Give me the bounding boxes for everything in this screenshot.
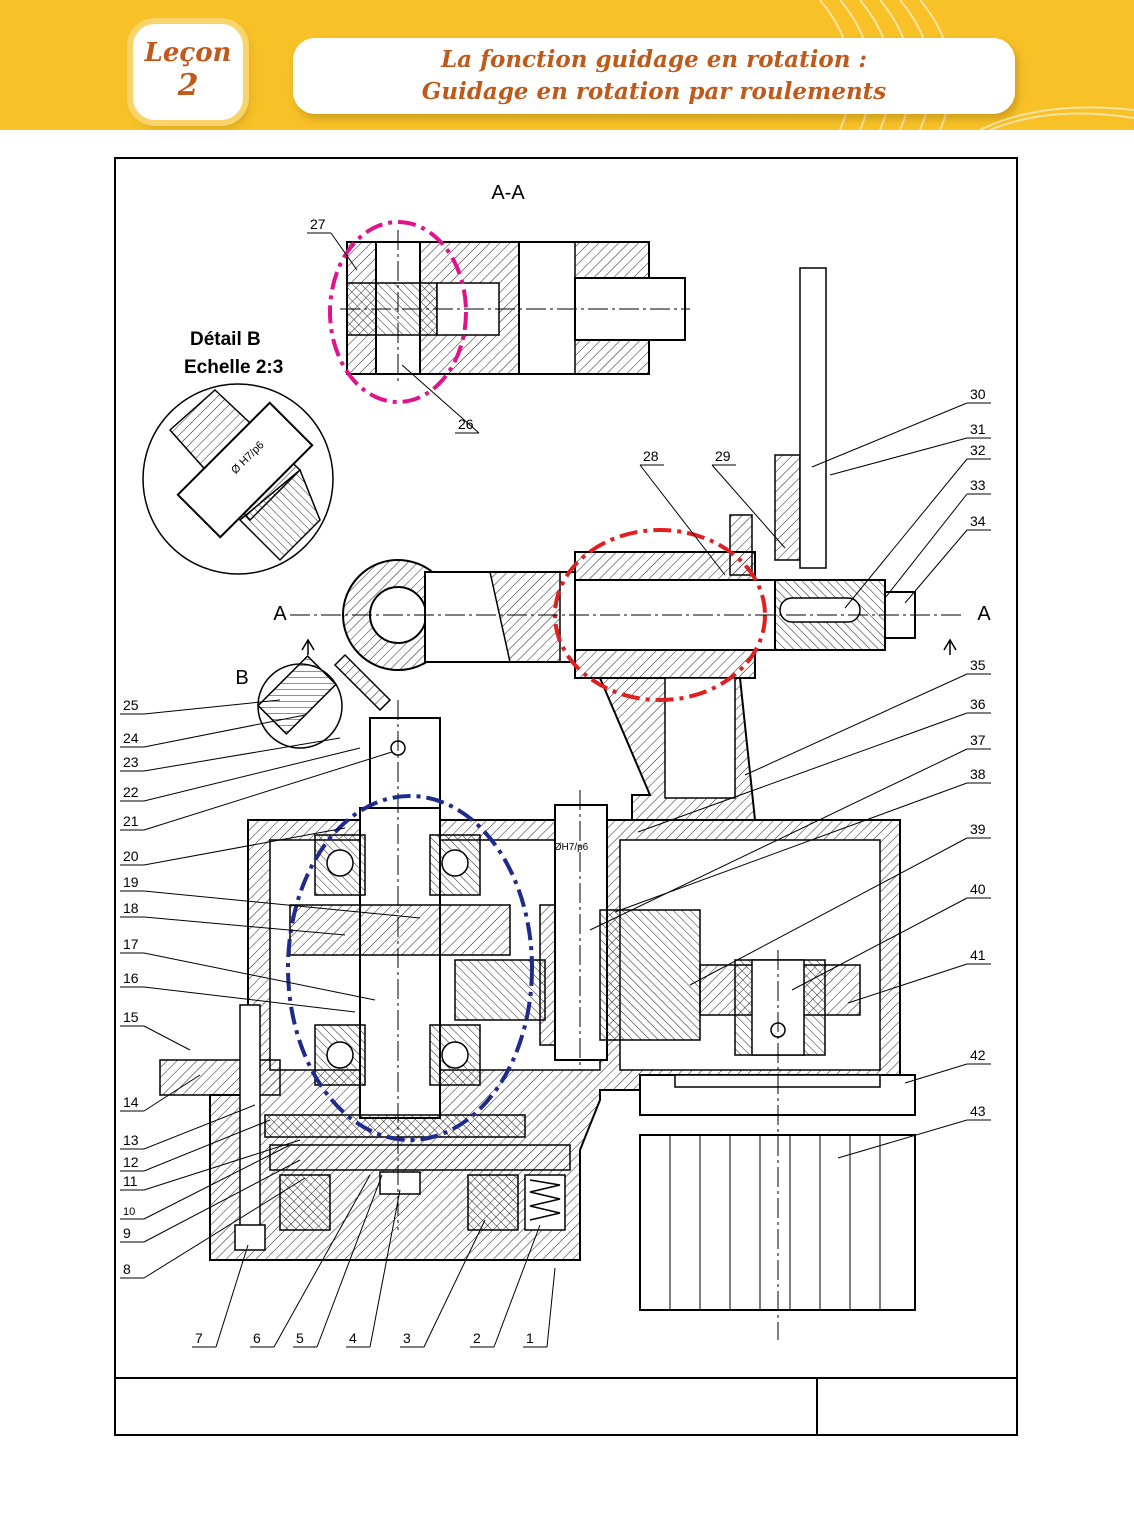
gearbox-housing: ØH7/p6 [160, 700, 915, 1340]
callout-leader [547, 1268, 555, 1347]
callout-number: 36 [970, 696, 986, 712]
callout-number: 33 [970, 477, 986, 493]
callout-number: 35 [970, 657, 986, 673]
callout-21: 21 [120, 752, 392, 830]
callout-number: 37 [970, 732, 986, 748]
callout-22: 22 [120, 748, 360, 801]
fit-label: ØH7/p6 [554, 842, 589, 853]
callout-number: 24 [123, 730, 139, 746]
detail-scale: Echelle 2:3 [184, 357, 283, 378]
callout-leader [144, 748, 360, 801]
callout-number: 41 [970, 947, 986, 963]
callout-number: 25 [123, 697, 139, 713]
callout-number: 10 [123, 1206, 135, 1218]
callout-number: 13 [123, 1132, 139, 1148]
callout-number: 28 [643, 448, 659, 464]
callout-leader [144, 1026, 190, 1050]
callout-35: 35 [745, 657, 991, 775]
callout-number: 19 [123, 874, 139, 890]
callout-number: 6 [253, 1330, 261, 1346]
callout-number: 21 [123, 813, 139, 829]
cut-letter-right: A [977, 603, 991, 625]
callout-number: 2 [473, 1330, 481, 1346]
detail-title: Détail B [190, 329, 261, 350]
callout-number: 38 [970, 766, 986, 782]
callout-number: 42 [970, 1047, 986, 1063]
callout-leader [745, 674, 967, 775]
callout-number: 15 [123, 1009, 139, 1025]
callout-number: 22 [123, 784, 139, 800]
callout-leader [905, 1064, 967, 1083]
callout-number: 20 [123, 848, 139, 864]
callout-15: 15 [120, 1009, 190, 1050]
callout-23: 23 [120, 738, 340, 771]
callout-number: 39 [970, 821, 986, 837]
callout-number: 32 [970, 442, 986, 458]
callout-number: 40 [970, 881, 986, 897]
section-a-a-view: A-A [330, 182, 690, 402]
callout-number: 23 [123, 754, 139, 770]
callout-number: 17 [123, 936, 139, 952]
callout-leader [144, 738, 340, 771]
callout-number: 3 [403, 1330, 411, 1346]
callout-30: 30 [812, 386, 991, 467]
callout-31: 31 [830, 421, 991, 475]
title-block [114, 1377, 1018, 1436]
callout-number: 43 [970, 1103, 986, 1119]
callout-number: 8 [123, 1261, 131, 1277]
callout-25: 25 [120, 697, 280, 714]
callout-number: 29 [715, 448, 731, 464]
title-block-divider [816, 1379, 818, 1436]
callout-leader [144, 752, 392, 830]
detail-letter: B [235, 667, 248, 689]
callout-number: 12 [123, 1154, 139, 1170]
callout-number: 30 [970, 386, 986, 402]
callout-number: 34 [970, 513, 986, 529]
callout-leader [845, 459, 967, 608]
callout-number: 14 [123, 1094, 139, 1110]
callout-leader [812, 403, 967, 467]
callout-leader [905, 530, 967, 603]
callout-number: 26 [458, 416, 474, 432]
callout-number: 11 [123, 1173, 138, 1189]
callout-number: 18 [123, 900, 139, 916]
detail-b-view: Détail B Echelle 2:3 Ø H7/p6 [143, 329, 333, 574]
callout-number: 16 [123, 970, 139, 986]
callout-leader [830, 438, 967, 475]
callout-number: 1 [526, 1330, 534, 1346]
callout-1: 1 [523, 1268, 555, 1347]
callout-number: 5 [296, 1330, 304, 1346]
callout-number: 4 [349, 1330, 357, 1346]
callout-34: 34 [905, 513, 991, 603]
callout-number: 31 [970, 421, 986, 437]
callout-number: 9 [123, 1225, 131, 1241]
callout-number: 7 [195, 1330, 203, 1346]
callout-leader [144, 715, 305, 747]
callout-42: 42 [905, 1047, 991, 1083]
callout-number: 27 [310, 216, 326, 232]
cut-letter-left: A [273, 603, 287, 625]
section-label: A-A [491, 182, 525, 204]
